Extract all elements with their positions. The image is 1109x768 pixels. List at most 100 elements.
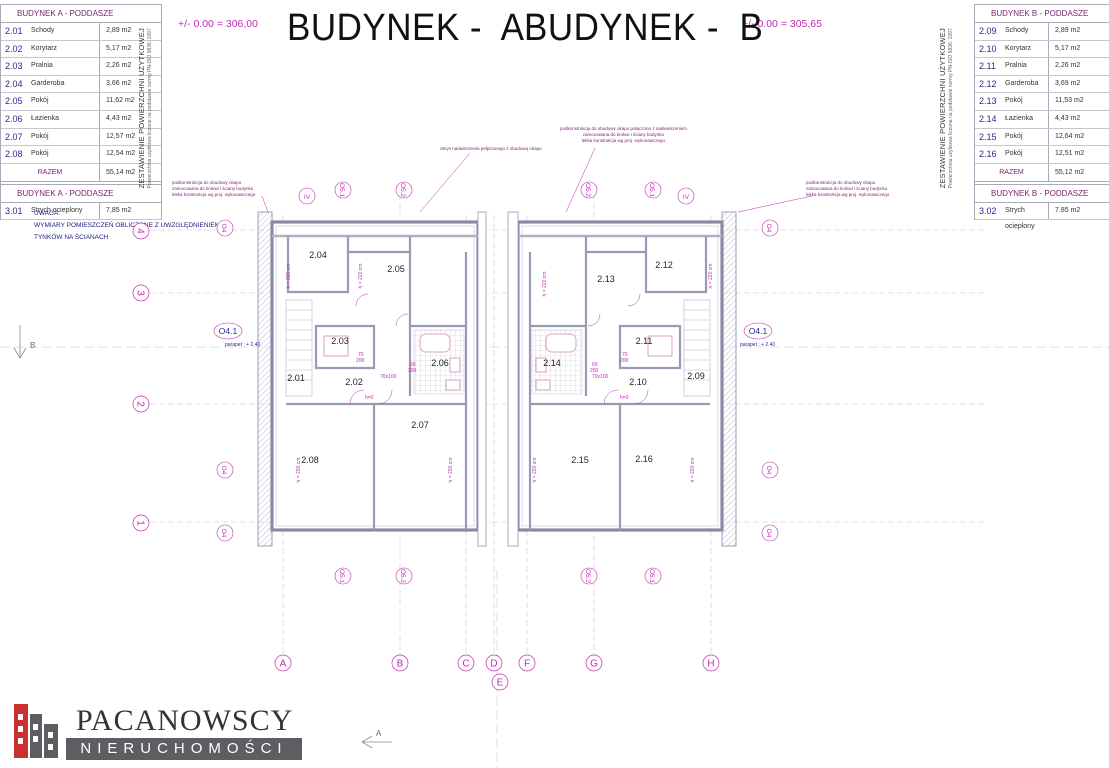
window-tag-circle	[644, 181, 662, 199]
cell-no: 2.11	[979, 61, 996, 72]
table-b-attic-header: BUDYNEK B - PODDASZE	[975, 183, 1109, 203]
room-label: 2.13	[597, 274, 615, 284]
window-tag-label: O5.1	[338, 569, 345, 583]
svg-text:200: 200	[356, 358, 365, 364]
cell-area: 12,57 m2	[99, 128, 161, 146]
height-label: h = 220 cm	[296, 458, 302, 483]
svg-text:200: 200	[408, 368, 417, 374]
cell-no: 2.13	[979, 96, 997, 107]
cell-area: 2,89 m2	[99, 23, 161, 40]
axis-marker-label: E	[497, 678, 504, 689]
window-tag-circle	[334, 181, 352, 199]
section-arrow-b	[13, 325, 27, 359]
height-label: h = 220 cm	[690, 458, 696, 483]
table-b-attic-area: 7.85 m2	[1048, 202, 1109, 220]
axis-side-circle	[132, 284, 150, 302]
axis-marker-label: D	[490, 659, 497, 670]
cell-area: 12,54 m2	[99, 146, 161, 163]
window-tag-circle	[761, 524, 779, 542]
cell-no: 2.07	[5, 131, 23, 142]
window-tag-circle	[761, 219, 779, 237]
axis-side-circle	[132, 514, 150, 532]
table-b-attic-row: 3.02 Strych ocieplony 7.85 m2	[975, 202, 1109, 230]
axis-marker-circle	[585, 654, 603, 672]
cell-area: 4,43 m2	[1048, 110, 1109, 128]
window-tag-circle	[395, 181, 413, 199]
table-a-attic-name: Strych ocieplony	[31, 206, 83, 214]
title-building-a: BUDYNEK - A	[287, 6, 525, 49]
wall-joint-a	[477, 211, 487, 547]
annotation-leaders	[261, 147, 813, 213]
svg-text:70: 70	[622, 352, 628, 358]
height-label: h = 220 cm	[708, 264, 714, 289]
table-row: 2.03 Pralnia 2,26 m2	[1, 58, 161, 76]
axis-marker-label: H	[707, 659, 714, 670]
cell-no: 2.03	[5, 61, 23, 72]
room-label: 2.15	[571, 455, 589, 465]
annotation-left-top: podkonstrukcja do obudowy okapu zamocowa…	[172, 180, 256, 197]
room-label: 2.06	[431, 358, 449, 368]
sill-note-a: parapet : + 2.40	[225, 342, 260, 348]
window-tag-label: O4	[220, 529, 227, 538]
axis-marker-label: B	[397, 659, 404, 670]
axis-marker-label: C	[462, 659, 469, 670]
svg-text:h=0: h=0	[620, 395, 629, 401]
room-label: 2.02	[345, 377, 363, 387]
title-building-b: BUDYNEK - B	[524, 6, 764, 49]
axis-marker-circle	[274, 654, 292, 672]
cell-area: 3,69 m2	[1048, 75, 1109, 93]
cell-area: 2,26 m2	[99, 58, 161, 75]
axis-marker-label: G	[590, 659, 598, 670]
axis-side-label: 3	[135, 290, 146, 296]
window-tag-circle	[213, 322, 243, 340]
room-label: 2.10	[629, 377, 647, 387]
cell-name: Pralnia	[31, 62, 53, 70]
window-tag-label: O5.2	[399, 183, 406, 197]
window-tag-circle	[580, 567, 598, 585]
window-tag-circle	[580, 181, 598, 199]
room-label: 2.12	[655, 260, 673, 270]
cell-no: 2.08	[5, 149, 23, 160]
sill-note-b: parapet : + 2.40	[740, 342, 775, 348]
table-b-total-label: RAZEM	[999, 168, 1024, 176]
cell-no: 2.02	[5, 43, 23, 54]
cell-name: Pokój	[31, 150, 49, 158]
axis-marker-circle	[485, 654, 503, 672]
table-a-attic-header: BUDYNEK A - PODDASZE	[1, 183, 161, 203]
svg-text:70x100: 70x100	[592, 374, 609, 380]
cell-name: Garderoba	[31, 79, 65, 87]
room-label: 2.03	[331, 336, 349, 346]
table-a-attic-row: 3.01 Strych ocieplony 7,85 m2	[1, 202, 161, 221]
height-label: h = 220 cm	[532, 458, 538, 483]
room-label: 2.14	[543, 358, 561, 368]
section-arrow-a	[361, 735, 392, 749]
room-label: 2.01	[287, 373, 305, 383]
height-label: h = 220 cm	[286, 264, 292, 289]
window-tag-label: O5.2	[399, 569, 406, 583]
room-label: 2.07	[411, 420, 429, 430]
axis-marker-label: F	[524, 659, 530, 670]
cell-name: Łazienka	[1005, 114, 1034, 122]
annotation-right-center: podkonstrukcja do obudowy okapu połączon…	[560, 126, 687, 143]
table-a-attic-area: 7,85 m2	[99, 202, 161, 220]
elevation-a: +/- 0.00 = 306,00	[178, 18, 258, 30]
window-tag-label: O4.1	[219, 326, 238, 336]
cell-name: Pokój	[31, 97, 49, 105]
logo-subtitle: NIERUCHOMOŚCI	[66, 738, 302, 760]
svg-text:200: 200	[620, 358, 629, 364]
cell-no: 2.16	[979, 149, 997, 160]
window-tag-circle	[644, 567, 662, 585]
cell-name: Pokój	[1005, 97, 1023, 105]
